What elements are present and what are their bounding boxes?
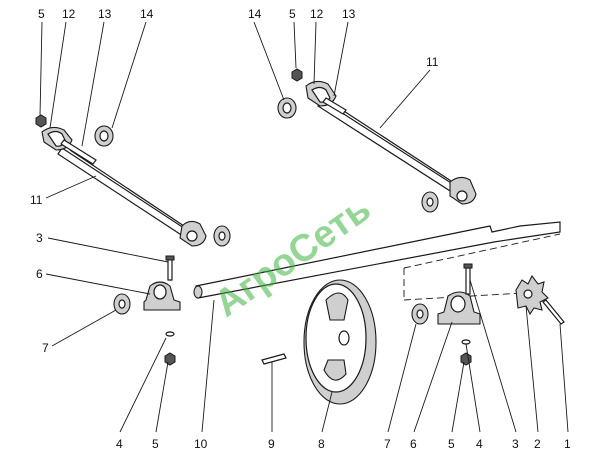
callout-5-right-top: 5	[289, 7, 296, 21]
callout-13-left: 13	[98, 7, 112, 21]
callout-7-left: 7	[42, 341, 49, 355]
callout-5-left-top: 5	[38, 7, 45, 21]
callout-labels: 5 12 13 14 11 14 5 12 13 11 3 6 7 4 5 10…	[30, 7, 571, 451]
callout-14-left: 14	[140, 7, 154, 21]
callout-14-right: 14	[248, 7, 262, 21]
right-tie-rod-assembly	[277, 68, 477, 213]
callout-3-right: 3	[512, 437, 519, 451]
left-tie-rod-assembly	[35, 114, 231, 247]
callout-4-right: 4	[476, 437, 483, 451]
callout-8: 8	[318, 437, 325, 451]
callout-5-right-bottom: 5	[448, 437, 455, 451]
callout-2: 2	[534, 437, 541, 451]
callout-4-left: 4	[116, 437, 123, 451]
callout-11-left: 11	[30, 193, 43, 207]
key	[261, 353, 287, 365]
callout-11-right: 11	[426, 55, 439, 69]
callout-6-left: 6	[36, 267, 43, 281]
callout-5-left-bottom: 5	[152, 437, 159, 451]
callout-3-left: 3	[36, 231, 43, 245]
callout-9: 9	[268, 437, 275, 451]
callout-13-right: 13	[342, 7, 356, 21]
callout-1: 1	[564, 437, 571, 451]
callout-10: 10	[194, 437, 208, 451]
left-bearing-group	[113, 255, 181, 366]
right-bearing-group	[411, 263, 481, 366]
main-shaft	[193, 221, 561, 301]
callout-12-left: 12	[62, 7, 76, 21]
leader-lines	[39, 21, 569, 433]
callout-7-right: 7	[384, 437, 391, 451]
callout-6-right: 6	[410, 437, 417, 451]
callout-12-right: 12	[310, 7, 324, 21]
wheel	[303, 279, 377, 405]
sprocket-and-pin	[515, 274, 565, 325]
